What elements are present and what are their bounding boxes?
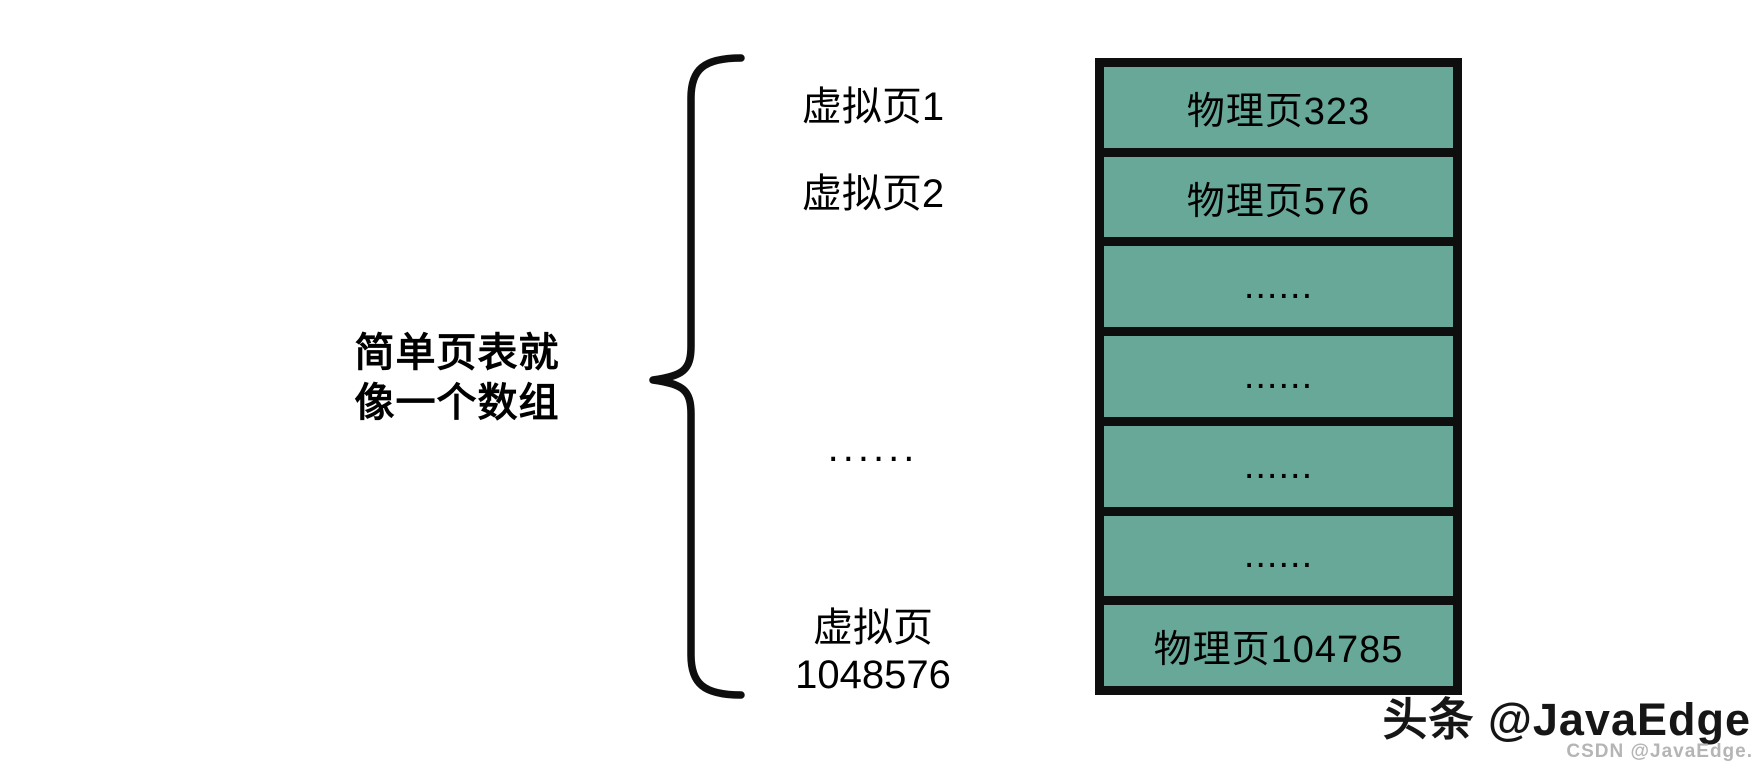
watermark-toutiao: 头条 @JavaEdge [1382, 694, 1751, 745]
table-row: 物理页104785 [1104, 605, 1453, 687]
virtual-page-label-2: 虚拟页2 [801, 172, 945, 216]
physical-page-cell: 物理页323 [1186, 90, 1371, 133]
watermark-csdn: CSDN @JavaEdge. [1566, 741, 1753, 762]
physical-page-cell: 物理页576 [1186, 180, 1371, 223]
curly-brace-icon [649, 54, 745, 699]
table-row: 物理页576 [1104, 156, 1453, 247]
table-row: ...... [1104, 515, 1453, 606]
physical-page-cell: 物理页104785 [1153, 629, 1404, 672]
virtual-page-label-1: 虚拟页1 [801, 85, 945, 129]
virtual-page-label-last: 虚拟页 1048576 [740, 605, 1006, 699]
virtual-page-ellipsis: ...... [827, 426, 919, 470]
virtual-page-label-last-line2: 1048576 [795, 653, 951, 697]
physical-page-cell: ...... [1243, 265, 1314, 308]
physical-page-cell: ...... [1243, 534, 1314, 577]
left-annotation-line2: 像一个数组 [354, 381, 560, 425]
left-annotation-line1: 简单页表就 [354, 331, 560, 375]
table-row: ...... [1104, 246, 1453, 337]
physical-page-table: 物理页323 物理页576 ...... ...... ...... .....… [1095, 58, 1462, 695]
physical-page-cell: ...... [1243, 444, 1314, 487]
left-annotation: 简单页表就 像一个数组 [300, 328, 614, 428]
table-row: ...... [1104, 336, 1453, 426]
table-row: 物理页323 [1104, 67, 1453, 157]
table-row: ...... [1104, 425, 1453, 516]
physical-page-cell: ...... [1243, 355, 1314, 398]
virtual-page-label-last-line1: 虚拟页 [813, 606, 933, 650]
